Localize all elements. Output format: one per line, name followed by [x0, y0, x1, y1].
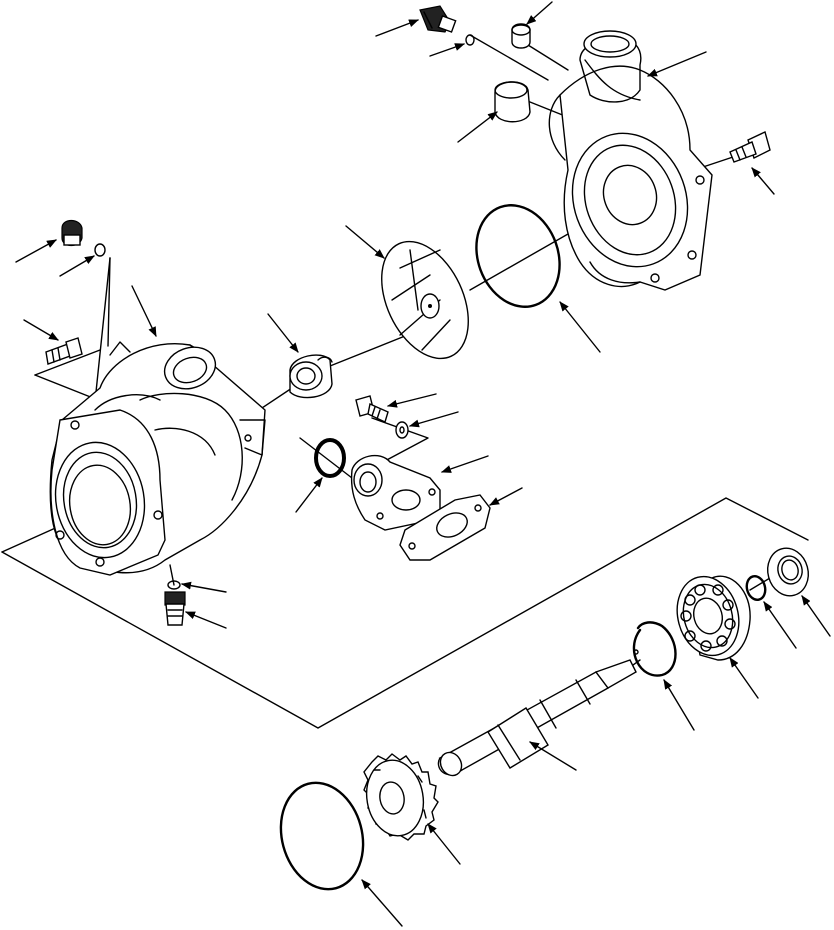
arrow-ball-bearing — [729, 657, 759, 699]
arrow-elbow-flange — [441, 455, 489, 473]
arrow-pump-shaft — [529, 741, 577, 771]
arrow-impeller — [345, 225, 385, 259]
flange-washer — [395, 421, 409, 439]
snap-ring-large — [632, 621, 677, 677]
plug-small — [511, 23, 531, 49]
impeller — [381, 240, 469, 360]
arrow-pump-housing — [131, 285, 157, 337]
arrow-bottom-o-ring — [181, 581, 227, 593]
cover-gasket-ring — [475, 204, 561, 308]
cover-cap-screw — [729, 131, 771, 163]
arrow-drain-plug — [15, 239, 57, 263]
arrow-bottom-fitting — [185, 611, 227, 629]
housing-cover — [548, 30, 713, 291]
arrow-snap-ring-large — [663, 679, 695, 731]
flange-gasket — [399, 494, 491, 561]
arrow-temperature-sender — [375, 19, 419, 37]
arrow-drain-plug-o-ring — [59, 255, 95, 277]
housing-cap-screw — [45, 337, 83, 365]
flange-o-ring — [314, 438, 346, 478]
arrow-cover-cap-screw — [751, 167, 775, 195]
arrow-plug-small — [526, 1, 553, 25]
mount-o-ring — [279, 781, 365, 891]
flange-cap-screw — [355, 395, 389, 423]
arrow-cover-gasket-ring — [559, 301, 601, 353]
arrow-flange-cap-screw — [387, 393, 437, 408]
bottom-fitting — [164, 591, 186, 626]
pump-seal — [289, 354, 333, 399]
arrow-flange-washer — [409, 411, 459, 428]
pump-housing — [49, 341, 266, 576]
arrow-sender-o-ring — [429, 43, 465, 57]
arrow-housing-cap-screw — [23, 319, 59, 341]
pump-shaft — [437, 659, 637, 777]
drain-plug — [61, 219, 83, 247]
ball-bearing — [676, 575, 751, 661]
arrow-mount-o-ring — [361, 879, 403, 927]
arrow-flange-o-ring — [295, 477, 323, 513]
elbow-flange — [350, 454, 441, 531]
plug-large — [494, 81, 531, 123]
drive-gear — [363, 753, 439, 841]
leader-arrows — [15, 1, 831, 927]
snap-ring-small — [745, 574, 767, 602]
arrow-snap-ring-small — [763, 601, 797, 649]
temperature-sender — [419, 5, 457, 33]
arrow-flange-gasket — [489, 487, 523, 506]
arrow-pump-seal — [267, 313, 299, 353]
arrow-plug-large — [457, 111, 498, 143]
bottom-o-ring — [167, 580, 181, 590]
arrow-housing-cover — [647, 51, 707, 77]
sender-o-ring — [465, 34, 475, 46]
drain-plug-o-ring — [94, 243, 106, 257]
arrow-oil-seal — [801, 595, 831, 637]
oil-seal — [767, 547, 809, 597]
arrow-drive-gear — [427, 823, 461, 865]
